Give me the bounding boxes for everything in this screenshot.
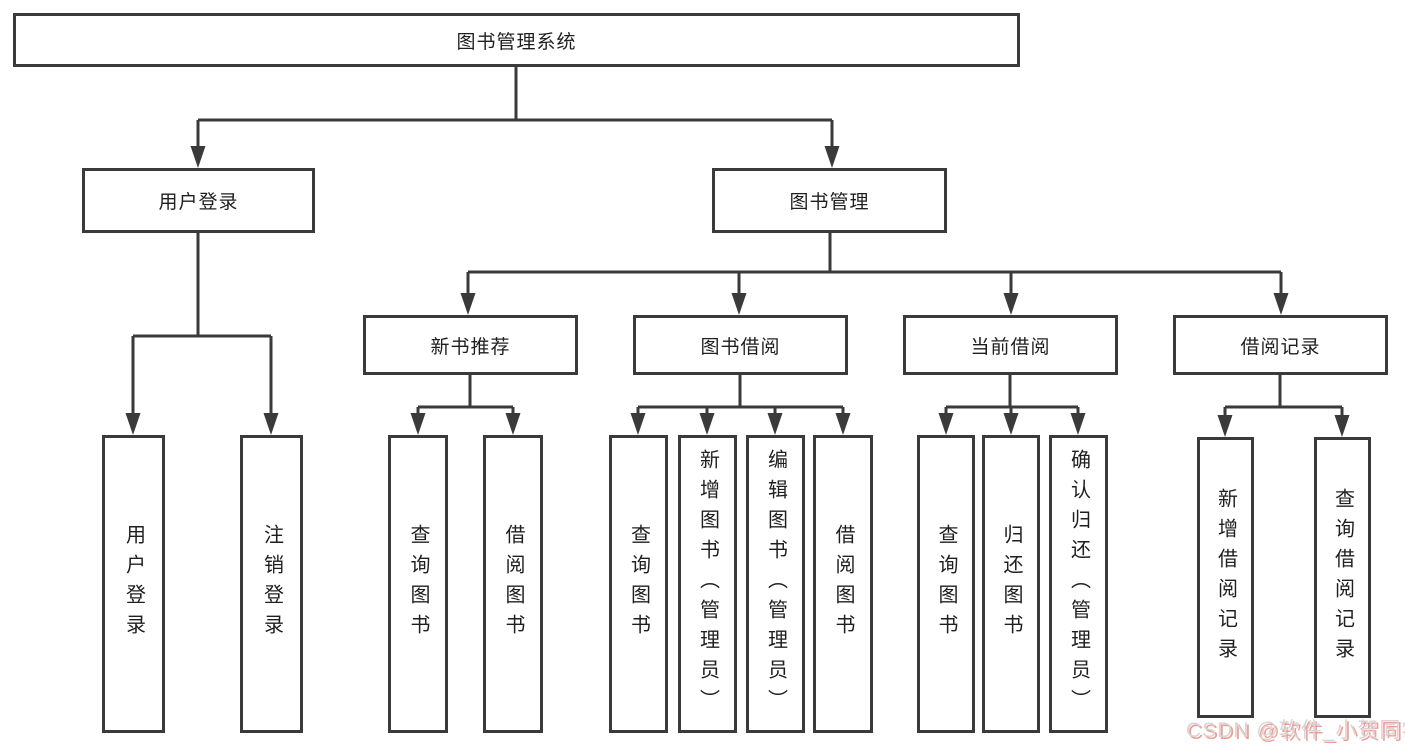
- node-root-label: 图书管理系统: [456, 31, 577, 53]
- leaf-query-borrow-record: 查询借阅记录: [1314, 437, 1371, 718]
- leaf-query-books-2: 查询图书: [609, 435, 668, 733]
- leaf-return-book-label: 归还图书: [1000, 524, 1022, 644]
- leaf-query-books-1: 查询图书: [388, 435, 448, 733]
- node-root: 图书管理系统: [13, 13, 1020, 67]
- leaf-borrow-books-2: 借阅图书: [813, 435, 873, 733]
- node-new-books-label: 新书推荐: [430, 336, 511, 358]
- leaf-borrow-books-1: 借阅图书: [483, 435, 543, 733]
- leaf-edit-book-admin: 编辑图书（管理员）: [746, 435, 805, 733]
- node-new-books: 新书推荐: [363, 315, 578, 375]
- node-book-mgmt-label: 图书管理: [789, 192, 870, 213]
- node-current-label: 当前借阅: [970, 336, 1051, 358]
- node-user-login-label: 用户登录: [158, 192, 239, 213]
- leaf-query-books-2-label: 查询图书: [627, 524, 650, 644]
- leaf-query-books-3-label: 查询图书: [935, 524, 957, 644]
- node-book-mgmt: 图书管理: [712, 168, 947, 233]
- leaf-query-borrow-record-label: 查询借阅记录: [1331, 487, 1354, 668]
- csdn-watermark: CSDN @软件_小贺同学: [1186, 719, 1405, 742]
- node-records-label: 借阅记录: [1240, 336, 1321, 358]
- leaf-logout-label: 注销登录: [260, 524, 283, 644]
- leaf-edit-book-admin-label: 编辑图书（管理员）: [764, 449, 787, 719]
- leaf-add-borrow-record: 新增借阅记录: [1197, 437, 1254, 718]
- node-borrow: 图书借阅: [633, 315, 848, 375]
- leaf-add-borrow-record-label: 新增借阅记录: [1214, 487, 1237, 668]
- leaf-add-book-admin-label: 新增图书（管理员）: [696, 449, 719, 719]
- node-user-login: 用户登录: [82, 168, 315, 233]
- leaf-confirm-return-admin: 确认归还（管理员）: [1049, 435, 1108, 733]
- leaf-add-book-admin: 新增图书（管理员）: [678, 435, 737, 733]
- node-borrow-label: 图书借阅: [700, 336, 781, 358]
- leaf-confirm-return-admin-label: 确认归还（管理员）: [1067, 449, 1090, 719]
- leaf-user-login: 用户登录: [102, 435, 165, 733]
- leaf-return-book: 归还图书: [982, 435, 1040, 733]
- leaf-query-books-1-label: 查询图书: [407, 524, 429, 644]
- node-current: 当前借阅: [903, 315, 1118, 375]
- node-records: 借阅记录: [1173, 315, 1388, 375]
- leaf-query-books-3: 查询图书: [917, 435, 975, 733]
- leaf-logout: 注销登录: [240, 435, 303, 733]
- leaf-borrow-books-1-label: 借阅图书: [502, 524, 524, 644]
- leaf-user-login-label: 用户登录: [122, 524, 145, 644]
- arrowhead-icons: [125, 146, 1350, 437]
- leaf-borrow-books-2-label: 借阅图书: [832, 524, 854, 644]
